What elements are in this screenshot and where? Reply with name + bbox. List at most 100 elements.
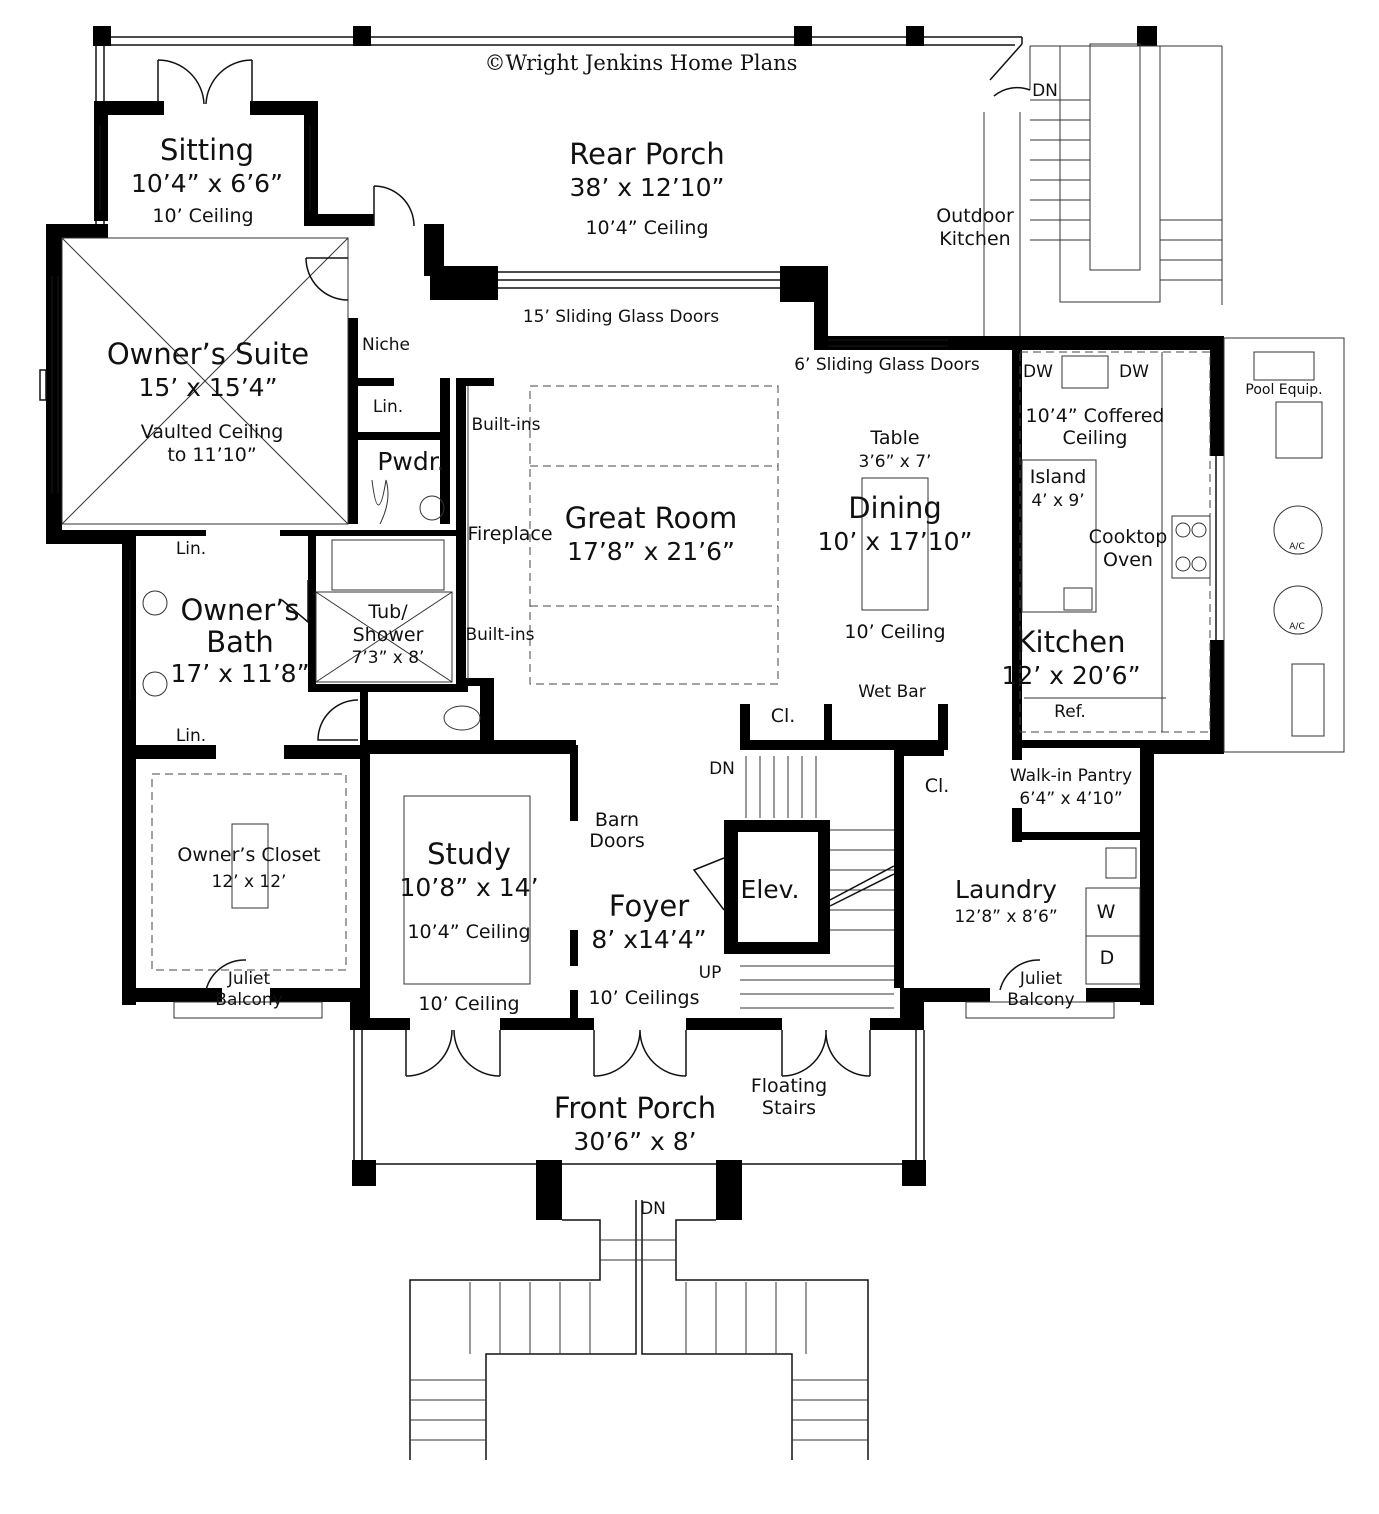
sliding-glass-doors — [498, 271, 948, 347]
sitting-room-size: 10’4” x 6’6” — [130, 169, 284, 198]
tub-shower-label-1: Tub/ — [368, 601, 408, 623]
rear-porch-size: 38’ x 12’10” — [569, 173, 725, 202]
ac-label-2: A/C — [1289, 622, 1305, 632]
owners-bath-name-1: Owner’s — [180, 593, 300, 627]
owners-closet-size: 12’ x 12’ — [211, 872, 287, 892]
tub-shower-label-2: Shower — [352, 624, 424, 646]
cooktop-label: Cooktop — [1088, 526, 1168, 548]
study-size: 10’8” x 14’ — [399, 873, 539, 902]
owners-suite-ceiling — [39, 237, 349, 525]
floating-stairs-label-1: Floating — [750, 1075, 828, 1097]
walk-in-pantry-name: Walk-in Pantry — [1009, 766, 1133, 786]
laundry-size: 12’8” x 8’6” — [954, 907, 1058, 927]
builtins-label-top: Built-ins — [471, 415, 541, 435]
bath-fixtures — [129, 479, 481, 741]
stair-dn-label: DN — [709, 759, 735, 779]
dining-room-ceiling: 10’ Ceiling — [844, 621, 946, 643]
front-porch-outline — [352, 1029, 926, 1220]
rear-stairs-dn-label: DN — [1032, 81, 1058, 101]
closet-fixtures — [151, 773, 347, 971]
study-name: Study — [427, 837, 511, 871]
powder-room-name: Pwdr. — [377, 447, 445, 476]
study-ceiling-1: 10’4” Ceiling — [407, 921, 531, 943]
great-room-ceiling — [467, 385, 779, 685]
niche-label: Niche — [361, 335, 411, 355]
owners-bath-name-2: Bath — [206, 625, 274, 659]
juliet-balcony-left-1: Juliet — [227, 969, 271, 989]
table-label-1: Table — [870, 427, 920, 449]
interior-stair — [740, 756, 895, 1009]
laundry-appliances — [1085, 847, 1141, 985]
dishwasher-label-left: DW — [1023, 362, 1053, 382]
front-stairs-dn-label: DN — [640, 1199, 666, 1219]
wet-bar-label: Wet Bar — [858, 682, 926, 702]
outdoor-kitchen-label-2: Kitchen — [939, 228, 1011, 250]
fireplace-label: Fireplace — [467, 523, 553, 545]
dryer-label: D — [1099, 947, 1115, 969]
kitchen-size: 12’ x 20’6” — [1001, 661, 1141, 690]
linen-label-powder: Lin. — [372, 397, 404, 417]
closet-label-bar: Cl. — [770, 705, 796, 727]
island-label-2: 4’ x 9’ — [1031, 491, 1085, 511]
dining-room-name: Dining — [848, 491, 942, 525]
sliding-doors-15-label: 15’ Sliding Glass Doors — [522, 307, 720, 327]
study-ceiling-2: 10’ Ceiling — [418, 993, 520, 1015]
table-label-2: 3’6” x 7’ — [858, 452, 932, 472]
laundry-name: Laundry — [955, 875, 1057, 904]
floating-stairs-label-2: Stairs — [761, 1097, 817, 1119]
great-room-size: 17’8” x 21’6” — [567, 537, 735, 566]
juliet-balcony-left-2: Balcony — [215, 990, 283, 1010]
kitchen-ceiling-1: 10’4” Coffered — [1025, 405, 1165, 427]
linen-label-bath-bottom: Lin. — [175, 726, 207, 746]
owners-closet-name: Owner’s Closet — [177, 844, 321, 866]
owners-suite-ceiling-1: Vaulted Ceiling — [140, 421, 284, 443]
rear-stairs — [983, 43, 1222, 336]
front-porch-size: 30’6” x 8’ — [573, 1127, 697, 1156]
closet-label-laundry: Cl. — [924, 775, 950, 797]
oven-label: Oven — [1103, 549, 1153, 571]
sitting-french-doors — [99, 59, 311, 210]
rear-porch-name: Rear Porch — [569, 137, 725, 171]
study-ceiling — [403, 795, 531, 985]
foyer-size: 8’ x14’4” — [591, 925, 707, 954]
kitchen-name: Kitchen — [1016, 625, 1126, 659]
stair-up-label: UP — [698, 963, 722, 983]
juliet-balcony-right-2: Balcony — [1007, 990, 1075, 1010]
front-porch-name: Front Porch — [553, 1091, 717, 1125]
rear-door-swing — [305, 185, 415, 301]
rear-porch-ceiling: 10’4” Ceiling — [585, 217, 709, 239]
kitchen-layout — [1019, 351, 1217, 733]
copyright-text: ©Wright Jenkins Home Plans — [484, 51, 798, 75]
refrigerator-label: Ref. — [1054, 702, 1086, 722]
dining-table — [861, 477, 929, 611]
island-label-1: Island — [1029, 466, 1087, 488]
barn-doors-label-2: Doors — [589, 830, 645, 852]
pool-equipment-pad — [1223, 337, 1345, 753]
elevator-door — [692, 857, 725, 911]
owners-suite-size: 15’ x 15’4” — [138, 373, 278, 402]
owners-suite-name: Owner’s Suite — [106, 337, 310, 371]
sitting-room-ceiling: 10’ Ceiling — [152, 205, 254, 227]
kitchen-ceiling-2: Ceiling — [1062, 427, 1128, 449]
ac-label-1: A/C — [1289, 542, 1305, 552]
front-stairs — [409, 1200, 869, 1460]
elevator-name: Elev. — [740, 875, 800, 904]
outdoor-kitchen-label-1: Outdoor — [936, 205, 1014, 227]
walk-in-pantry-size: 6’4” x 4’10” — [1019, 789, 1123, 809]
tub-shower-size: 7’3” x 8’ — [351, 648, 425, 668]
foyer-ceiling: 10’ Ceilings — [588, 987, 700, 1009]
dishwasher-label-right: DW — [1119, 362, 1149, 382]
linen-label-bath-top: Lin. — [175, 539, 207, 559]
washer-label: W — [1096, 901, 1116, 923]
juliet-balconies — [173, 959, 1115, 1019]
owners-bath-size: 17’ x 11’8” — [170, 659, 310, 688]
great-room-name: Great Room — [564, 501, 738, 535]
interior-walls — [136, 318, 1146, 1030]
sliding-doors-6-label: 6’ Sliding Glass Doors — [794, 355, 980, 375]
dining-room-size: 10’ x 17’10” — [817, 527, 973, 556]
juliet-balcony-right-1: Juliet — [1019, 969, 1063, 989]
foyer-name: Foyer — [608, 889, 690, 923]
sitting-room-name: Sitting — [159, 133, 255, 167]
pool-equipment-label: Pool Equip. — [1245, 382, 1323, 398]
